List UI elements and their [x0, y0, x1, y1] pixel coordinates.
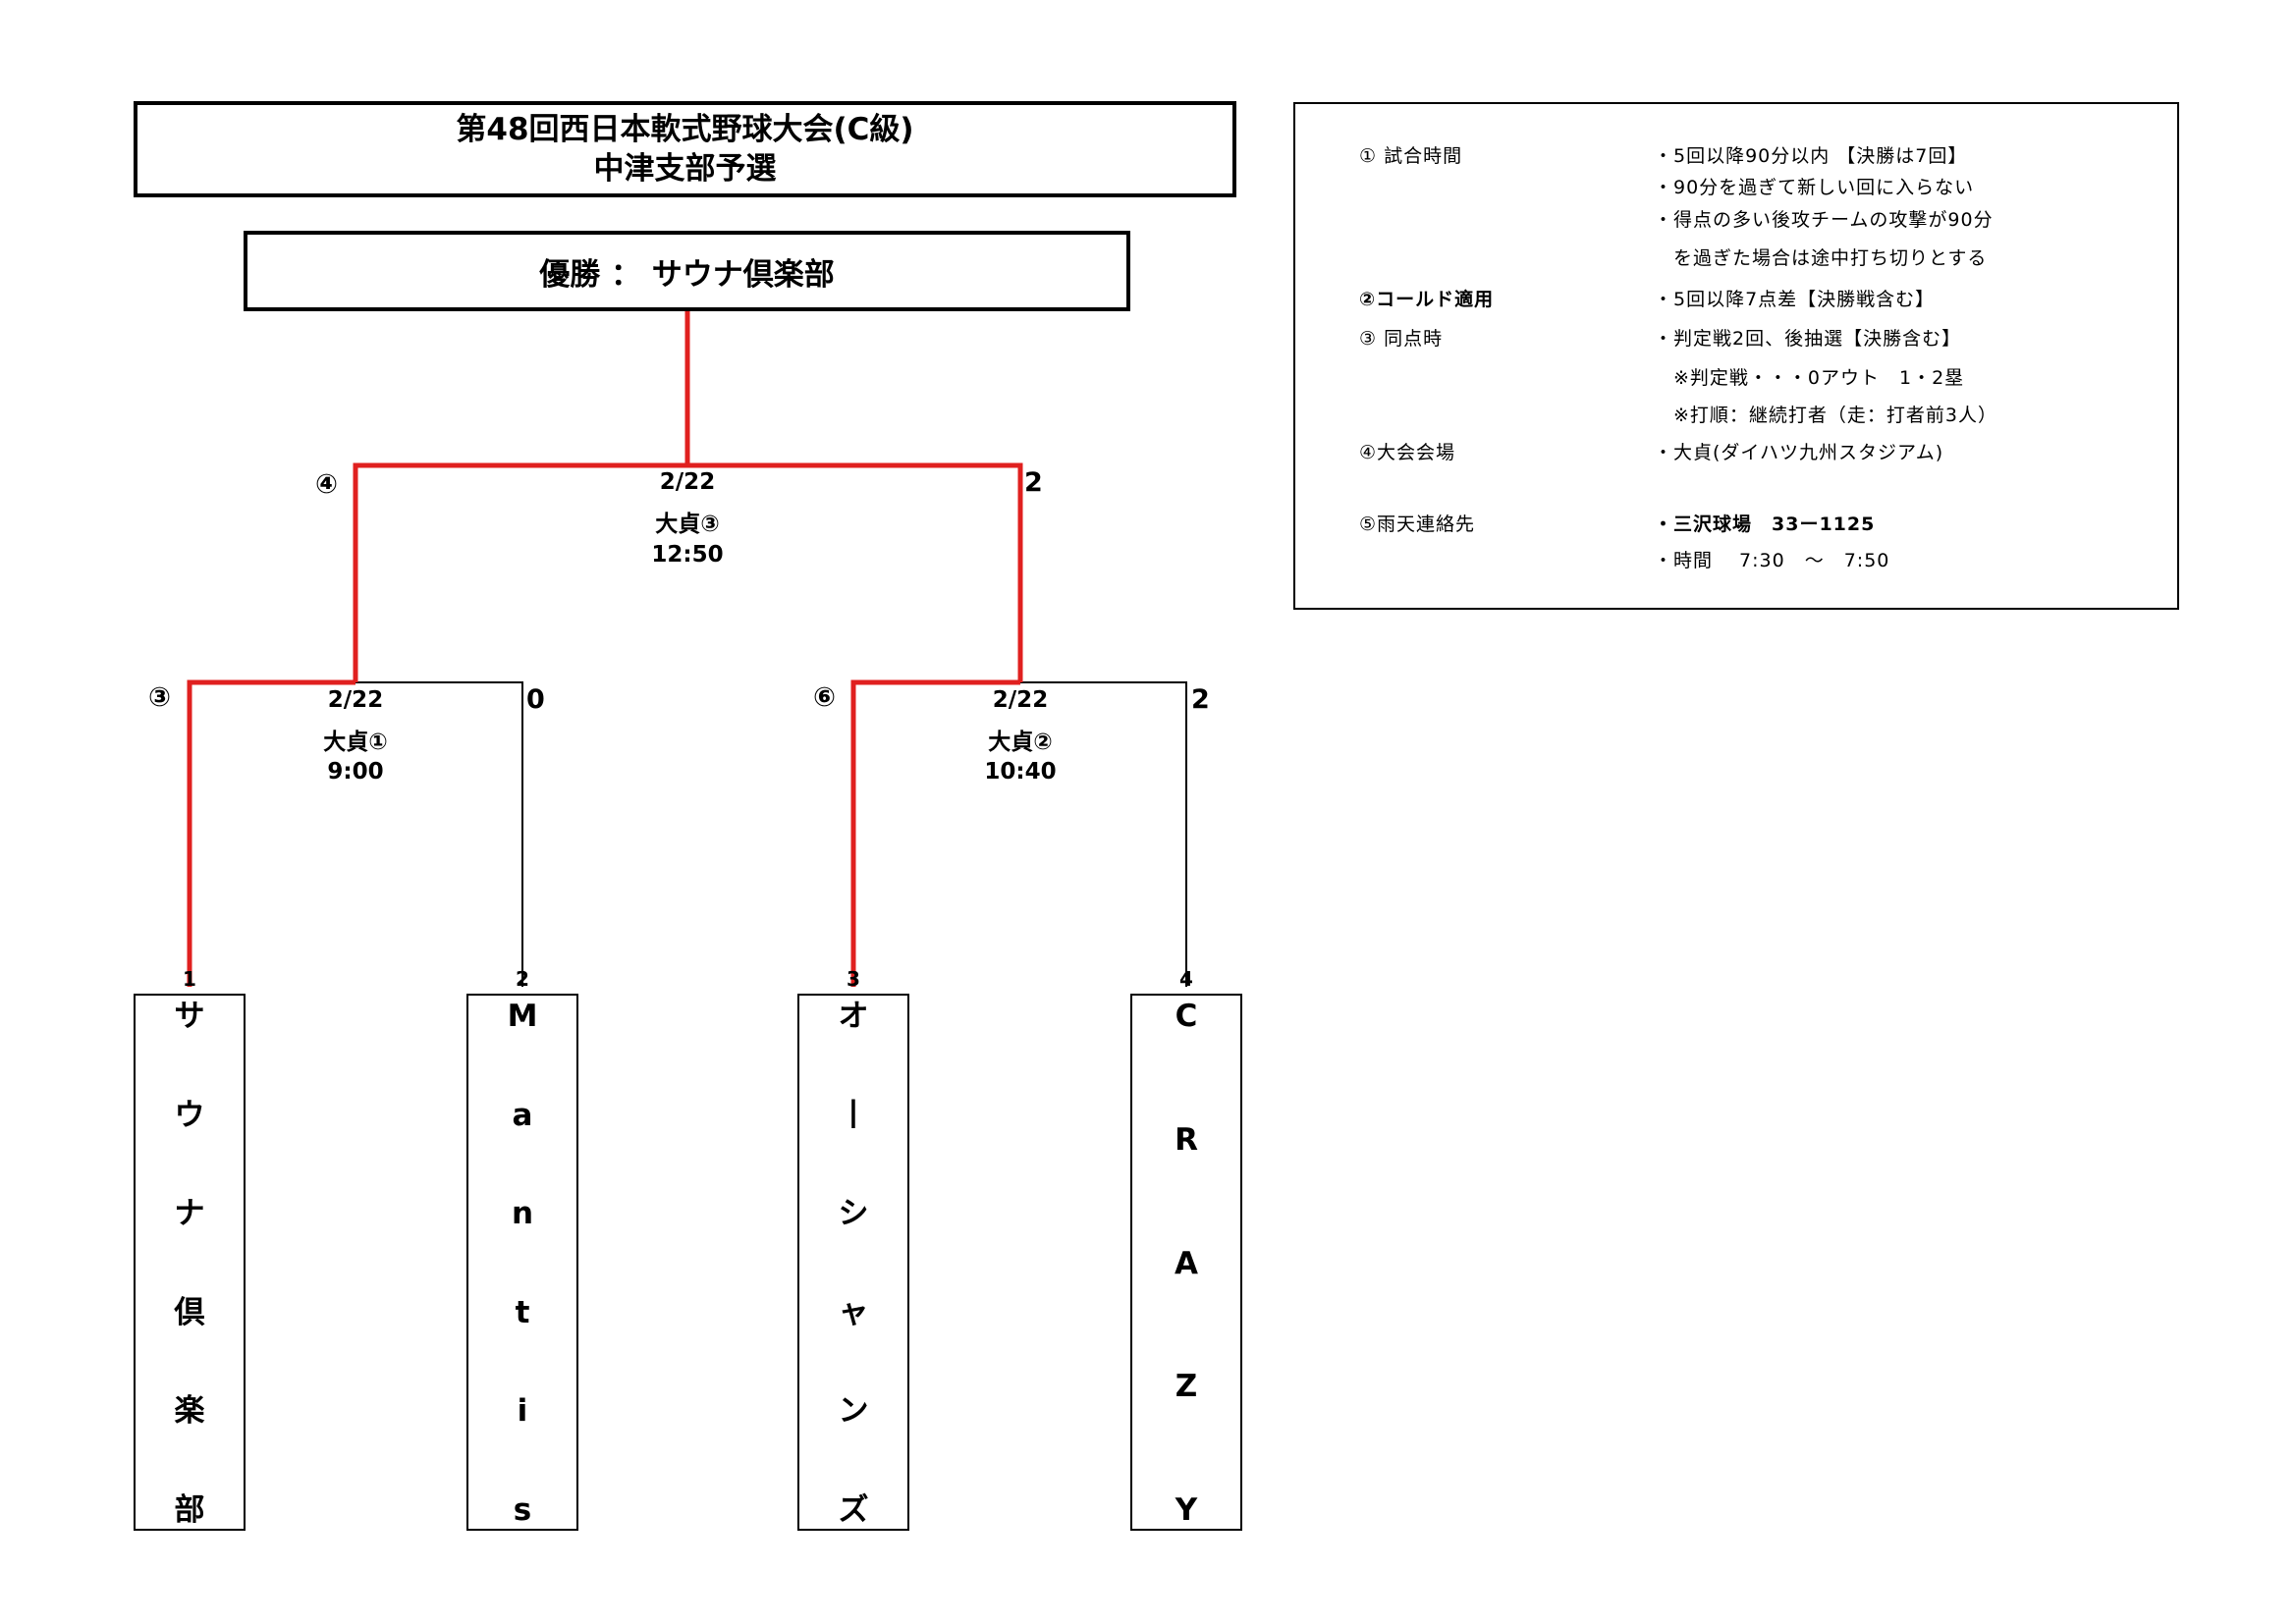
title-line-2: 中津支部予選: [593, 151, 777, 187]
rule-1-line-2: ・90分を過ぎて新しい回に入らない: [1654, 177, 1975, 198]
rule-3-line-2: ※判定戦・・・0アウト 1・2塁: [1654, 367, 1965, 389]
team-name-char: i: [517, 1393, 528, 1430]
winner-path-semi-right: [687, 462, 1023, 682]
match-id-1: ③: [148, 682, 171, 713]
rule-4-label: ④大会会場: [1359, 442, 1456, 463]
team-name-char: M: [507, 999, 538, 1034]
final-time: 12:50: [651, 542, 724, 568]
rule-5-line-2: ・時間 7:30 ～ 7:50: [1654, 550, 1890, 571]
team-name-char: A: [1175, 1245, 1198, 1281]
bracket-line-final: [355, 464, 1021, 682]
team-name-char: ウ: [174, 1097, 205, 1133]
match-1-venue: 大貞①: [323, 730, 388, 755]
seed-4: 4: [1179, 967, 1193, 991]
match-id-final: ④: [315, 469, 338, 500]
team-name-char: a: [512, 1097, 533, 1133]
seed-3: 3: [847, 967, 860, 991]
team-box-3: オ丨シャンズ: [797, 994, 909, 1531]
seed-1: 1: [183, 967, 196, 991]
team-name-char: ズ: [838, 1491, 869, 1528]
team-name-char: t: [515, 1294, 530, 1330]
rules-panel: ① 試合時間 ・5回以降90分以内 【決勝は7回】 ・90分を過ぎて新しい回に入…: [1293, 102, 2179, 610]
winner-path-match-b: [850, 679, 1020, 987]
team-name-char: s: [513, 1491, 532, 1528]
rule-1-line-1: ・5回以降90分以内 【決勝は7回】: [1654, 145, 1968, 167]
team-name-char: 部: [174, 1491, 205, 1528]
team-name-char: C: [1175, 999, 1198, 1034]
rule-4-line-1: ・大貞(ダイハツ九州スタジアム): [1654, 442, 1944, 463]
team-name-char: 倶: [174, 1294, 205, 1330]
team-name-char: ン: [838, 1393, 869, 1430]
rule-1-label: ① 試合時間: [1359, 145, 1463, 167]
match-1-score: 0: [526, 684, 545, 715]
team-name-char: R: [1175, 1121, 1198, 1158]
team-name-char: Z: [1175, 1369, 1198, 1405]
match-1-date: 2/22: [327, 687, 384, 713]
winner-label: 優勝 ： サウナ倶楽部: [539, 256, 835, 293]
team-name-char: ャ: [838, 1294, 869, 1330]
team-name-char: n: [511, 1196, 534, 1232]
match-2-date: 2/22: [992, 687, 1049, 713]
rule-2-line-1: ・5回以降7点差【決勝戦含む】: [1654, 289, 1936, 310]
team-name-char: オ: [838, 999, 869, 1034]
match-2-time: 10:40: [984, 759, 1057, 785]
rule-3-label: ③ 同点時: [1359, 328, 1444, 350]
winner-path-match-a: [187, 679, 355, 987]
winner-banner: 優勝 ： サウナ倶楽部: [244, 231, 1130, 311]
team-name-char: ナ: [174, 1196, 205, 1232]
match-id-2: ⑥: [813, 682, 836, 713]
rule-3-line-1: ・判定戦2回、後抽選【決勝含む】: [1654, 328, 1962, 350]
rule-5-line-1: ・三沢球場 33ー1125: [1654, 514, 1876, 535]
team-box-4: C R A Z Y: [1130, 994, 1242, 1531]
team-name-char: シ: [838, 1196, 869, 1232]
team-name-char: 丨: [838, 1097, 869, 1133]
rule-3-line-3: ※打順：継続打者（走：打者前3人）: [1654, 405, 1998, 426]
final-date: 2/22: [659, 469, 716, 495]
rule-1-line-3: ・得点の多い後攻チームの攻撃が90分: [1654, 209, 1994, 231]
team-box-1: サウナ倶楽部: [134, 994, 246, 1531]
winner-path-semi-left: [353, 462, 687, 682]
match-2-venue: 大貞②: [988, 730, 1053, 755]
final-score: 2: [1024, 467, 1043, 498]
match-2-score: 2: [1191, 684, 1210, 715]
team-name-char: 楽: [174, 1393, 205, 1430]
rule-2-label: ②コールド適用: [1359, 289, 1495, 310]
rule-5-label: ⑤雨天連絡先: [1359, 514, 1476, 535]
final-venue: 大貞③: [655, 512, 720, 537]
match-1-time: 9:00: [327, 759, 384, 785]
tournament-title: 第48回西日本軟式野球大会(C級) 中津支部予選: [134, 101, 1236, 197]
rule-1-line-4: を過ぎた場合は途中打ち切りとする: [1654, 247, 1988, 269]
team-name-char: Y: [1175, 1492, 1198, 1528]
title-line-1: 第48回西日本軟式野球大会(C級): [456, 112, 914, 147]
seed-2: 2: [516, 967, 529, 991]
team-name-char: サ: [174, 999, 205, 1034]
